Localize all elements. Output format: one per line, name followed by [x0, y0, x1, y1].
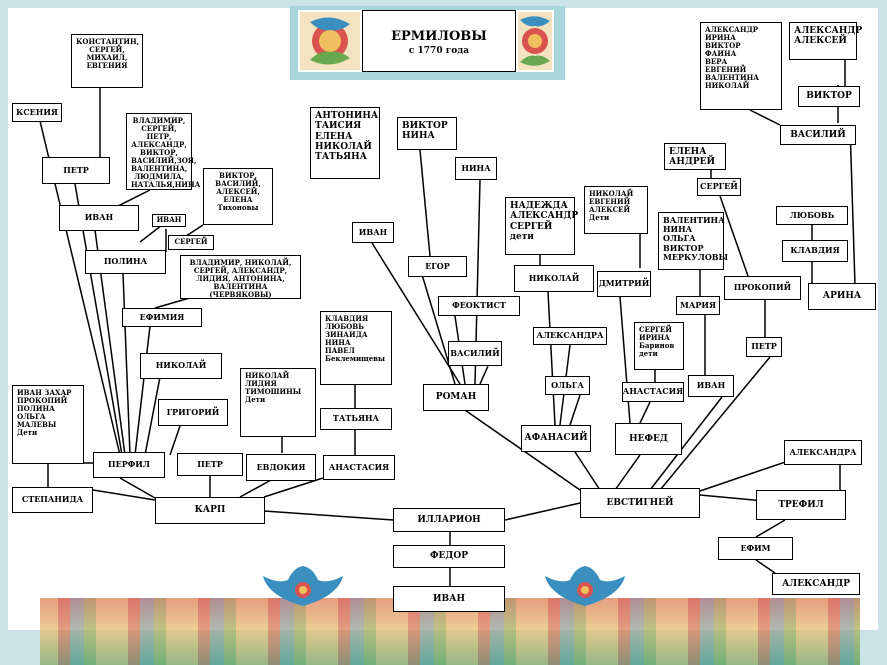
children-of-egor[interactable]: ВИКТОР НИНА	[397, 117, 457, 150]
person-anastasia[interactable]: АНАСТАСИЯ	[323, 455, 395, 480]
children-merkulovy[interactable]: ВАЛЕНТИНА НИНА ОЛЬГА ВИКТОР МЕРКУЛОВЫ	[658, 212, 728, 270]
children-of-nikolay[interactable]: НАДЕЖДА АЛЕКСАНДР СЕРГЕЙ дети	[505, 197, 578, 255]
person-feoktist[interactable]: ФЕОКТИСТ	[438, 296, 520, 316]
person-trefil[interactable]: ТРЕФИЛ	[756, 490, 846, 520]
person-ivan[interactable]: ИВАН	[59, 205, 139, 231]
title-since: с 1770 года	[408, 46, 470, 56]
children-of-vasiliy[interactable]: АЛЕКСАНДР ИРИНА ВИКТОР ФАИНА ВЕРА ЕВГЕНИ…	[700, 22, 782, 110]
person-ivan-right[interactable]: ИВАН	[688, 375, 734, 397]
children-of-sergey[interactable]: ЕЛЕНА АНДРЕЙ	[664, 143, 726, 170]
person-petr-right[interactable]: ПЕТР	[746, 337, 782, 357]
person-grigoriy[interactable]: ГРИГОРИЙ	[158, 399, 228, 426]
person-vasiliy-right[interactable]: ВАСИЛИЙ	[780, 125, 856, 145]
person-aleksandra[interactable]: АЛЕКСАНДРА	[533, 327, 607, 345]
person-stepanida[interactable]: СТЕПАНИДА	[12, 487, 93, 513]
person-prokopiy[interactable]: ПРОКОПИЙ	[724, 276, 801, 300]
person-ivan-small[interactable]: ИВАН	[152, 214, 186, 227]
person-polina[interactable]: ПОЛИНА	[85, 250, 166, 274]
person-dmitriy[interactable]: ДМИТРИЙ	[597, 271, 651, 297]
person-viktor[interactable]: ВИКТОР	[798, 86, 860, 107]
person-nikolay[interactable]: НИКОЛАЙ	[140, 353, 222, 379]
person-maria[interactable]: МАРИЯ	[676, 296, 720, 315]
person-petr-2[interactable]: ПЕТР	[177, 453, 243, 476]
person-aleksandra-right[interactable]: АЛЕКСАНДРА	[784, 440, 862, 465]
person-egor[interactable]: ЕГОР	[408, 256, 467, 277]
children-beklemishevy[interactable]: КЛАВДИЯ ЛЮБОВЬ ЗИНАИДА НИНА ПАВЕЛ Беклем…	[320, 311, 392, 385]
person-ivan-root[interactable]: ИВАН	[393, 586, 505, 612]
title-box: ЕРМИЛОВЫ с 1770 года	[362, 10, 516, 72]
person-nikolay-right[interactable]: НИКОЛАЙ	[514, 265, 594, 292]
person-illarion[interactable]: ИЛЛАРИОН	[393, 508, 505, 532]
children-of-petr[interactable]: КОНСТАНТИН, СЕРГЕЙ, МИХАИЛ, ЕВГЕНИЯ	[71, 34, 143, 88]
children-barinovy[interactable]: СЕРГЕЙ ИРИНА Баринов дети	[634, 322, 684, 370]
right-ornament	[518, 12, 552, 70]
person-afanasiy[interactable]: АФАНАСИЙ	[521, 425, 591, 452]
person-ksenia[interactable]: КСЕНИЯ	[12, 103, 62, 122]
left-ornament	[300, 12, 360, 70]
person-arina[interactable]: АРИНА	[808, 283, 876, 310]
children-of-dmitriy[interactable]: НИКОЛАЙ ЕВГЕНИЙ АЛЕКСЕЙ Дети	[584, 186, 648, 234]
person-fedor[interactable]: ФЕДОР	[393, 545, 505, 568]
children-of-viktor[interactable]: АЛЕКСАНДР АЛЕКСЕЙ	[789, 22, 862, 60]
person-evdokia[interactable]: ЕВДОКИЯ	[246, 454, 316, 481]
person-perfil[interactable]: ПЕРФИЛ	[93, 452, 165, 478]
person-sergey-small[interactable]: СЕРГЕЙ	[168, 235, 214, 250]
person-petr[interactable]: ПЕТР	[42, 157, 110, 184]
bottom-ornament-right	[545, 566, 625, 606]
person-nina[interactable]: НИНА	[455, 157, 497, 180]
person-vasiliy-center[interactable]: ВАСИЛИЙ	[448, 341, 502, 366]
children-timoshiny[interactable]: НИКОЛАЙ ЛИДИЯ ТИМОШИНЫ Дети	[240, 368, 316, 437]
person-nefed[interactable]: НЕФЕД	[615, 423, 682, 455]
person-klavdia[interactable]: КЛАВДИЯ	[782, 240, 848, 262]
person-sergey[interactable]: СЕРГЕЙ	[697, 178, 741, 196]
person-olga[interactable]: ОЛЬГА	[545, 376, 590, 395]
person-efimia[interactable]: ЕФИМИЯ	[122, 308, 202, 327]
person-roman[interactable]: РОМАН	[423, 384, 489, 411]
bottom-ornament-left	[263, 566, 343, 606]
person-lyubov[interactable]: ЛЮБОВЬ	[776, 206, 848, 225]
children-malevy[interactable]: ИВАН ЗАХАР ПРОКОПИЙ ПОЛИНА ОЛЬГА МАЛЕВЫ …	[12, 385, 84, 464]
person-aleksandr[interactable]: АЛЕКСАНДР	[772, 573, 860, 595]
children-tikhonovy[interactable]: ВИКТОР, ВАСИЛИЙ, АЛЕКСЕЙ, ЕЛЕНА Тихоновы	[203, 168, 273, 225]
person-ivan-center[interactable]: ИВАН	[352, 222, 394, 243]
children-of-ivan-center[interactable]: АНТОНИНА ТАИСИЯ ЕЛЕНА НИКОЛАЙ ТАТЬЯНА	[310, 107, 380, 179]
title-surname: ЕРМИЛОВЫ	[391, 29, 487, 44]
children-chervyakovy[interactable]: ВЛАДИМИР, НИКОЛАЙ, СЕРГЕЙ, АЛЕКСАНДР, ЛИ…	[180, 255, 301, 299]
children-of-ivan[interactable]: ВЛАДИМИР, СЕРГЕЙ, ПЕТР, АЛЕКСАНДР, ВИКТО…	[126, 113, 200, 190]
person-anastasia-right[interactable]: АНАСТАСИЯ	[622, 382, 684, 402]
person-karp[interactable]: КАРП	[155, 497, 265, 524]
person-evstigney[interactable]: ЕВСТИГНЕЙ	[580, 488, 700, 518]
person-tatyana[interactable]: ТАТЬЯНА	[320, 408, 392, 430]
person-efim[interactable]: ЕФИМ	[718, 537, 793, 560]
